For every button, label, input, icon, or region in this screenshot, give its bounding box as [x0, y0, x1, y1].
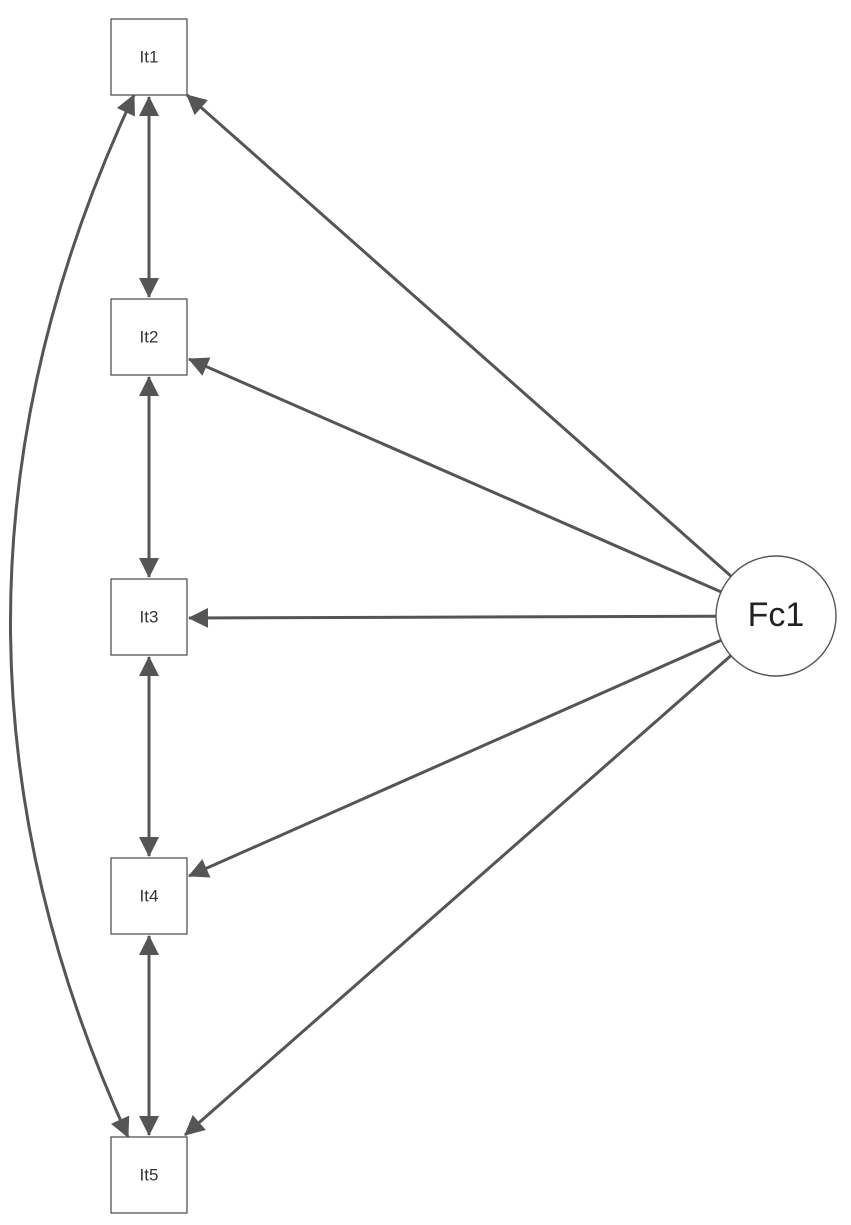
edges-layer: [9, 93, 733, 1138]
factor-label: Fc1: [748, 596, 805, 634]
item-label: It4: [140, 886, 159, 905]
item-node-it2[interactable]: It2: [110, 298, 188, 376]
loading-arrow-it4: [188, 638, 722, 878]
item-node-it3[interactable]: It3: [110, 578, 188, 656]
item-label: It1: [140, 47, 159, 66]
item-label: It3: [140, 607, 159, 626]
covariance-it1-it5: [9, 94, 136, 1138]
item-box: [110, 298, 188, 376]
factor-node[interactable]: Fc1: [715, 555, 837, 677]
item-node-it1[interactable]: It1: [110, 18, 188, 96]
item-label: It2: [140, 327, 159, 346]
item-label: It5: [140, 1165, 159, 1184]
loading-arrow-it1: [186, 93, 733, 578]
item-box: [110, 18, 188, 96]
loading-arrow-it3: [188, 607, 717, 628]
loading-arrow-it5: [184, 654, 732, 1137]
item-node-it5[interactable]: It5: [110, 1136, 188, 1214]
item-box: [110, 1136, 188, 1214]
factor-circle: [715, 555, 837, 677]
item-box: [110, 857, 188, 935]
item-box: [110, 578, 188, 656]
item-node-it4[interactable]: It4: [110, 857, 188, 935]
loading-arrow-it2: [188, 357, 722, 594]
